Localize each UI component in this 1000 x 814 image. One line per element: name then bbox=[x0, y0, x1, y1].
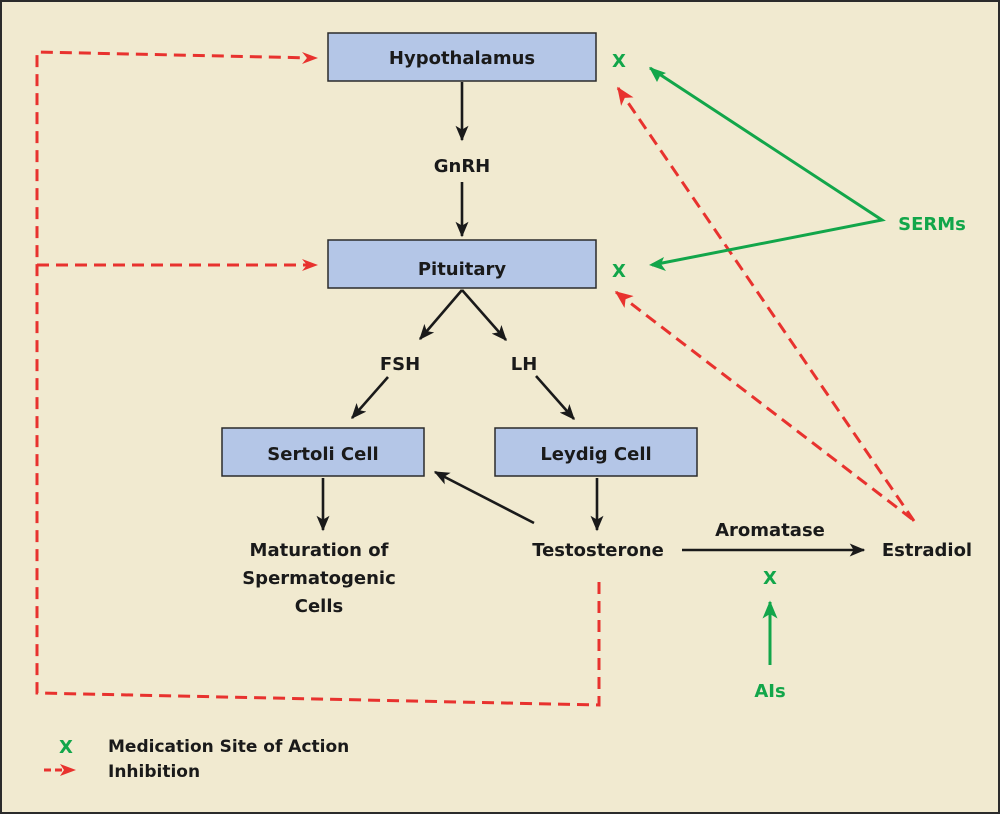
legend-inhibition-arrowhead bbox=[60, 764, 76, 776]
site-marker-hypothalamus: X bbox=[612, 51, 626, 72]
serms-label: SERMs bbox=[898, 214, 966, 235]
sertoli-box bbox=[221, 427, 425, 477]
hypothalamus-label: Hypothalamus bbox=[389, 48, 535, 69]
arrow-testosterone-sertoli bbox=[433, 470, 535, 525]
fsh-label: FSH bbox=[380, 354, 420, 375]
aromatase-label: Aromatase bbox=[715, 520, 825, 541]
legend-marker-label: Medication Site of Action bbox=[108, 737, 349, 757]
maturation-label-line3: Cells bbox=[295, 596, 343, 617]
arrow-lh-leydig bbox=[535, 375, 575, 420]
serms-arrowhead-pituitary bbox=[649, 257, 666, 271]
inhibition-estradiol-pituitary bbox=[614, 290, 913, 521]
inhibition-estradiol-hypothalamus bbox=[616, 86, 916, 522]
pituitary-node: Pituitary bbox=[327, 239, 597, 289]
hypothalamus-box bbox=[327, 32, 597, 82]
arrow-pituitary-fsh bbox=[419, 289, 463, 340]
sertoli-label: Sertoli Cell bbox=[267, 444, 378, 465]
inhibition-arrowhead-hypothalamus bbox=[302, 52, 318, 64]
legend-marker-symbol: X bbox=[59, 737, 73, 758]
maturation-label-line1: Maturation of bbox=[250, 540, 389, 561]
lh-label: LH bbox=[511, 354, 538, 375]
testosterone-label: Testosterone bbox=[532, 540, 664, 561]
maturation-label-line2: Spermatogenic bbox=[242, 568, 396, 589]
leydig-box bbox=[494, 427, 698, 477]
arrow-pituitary-lh bbox=[461, 289, 507, 341]
legend-inhibition-label: Inhibition bbox=[108, 762, 200, 782]
gnrh-label: GnRH bbox=[434, 156, 491, 177]
serms-arrowhead-hypothalamus bbox=[649, 67, 666, 82]
leydig-node: Leydig Cell bbox=[494, 427, 698, 477]
leydig-label: Leydig Cell bbox=[540, 444, 651, 465]
inhibition-testosterone-hypothalamus bbox=[35, 50, 601, 707]
legend: X Medication Site of Action Inhibition bbox=[44, 737, 349, 782]
arrow-fsh-sertoli bbox=[351, 376, 389, 419]
ais-label: AIs bbox=[754, 681, 785, 702]
hypothalamus-node: Hypothalamus bbox=[327, 32, 597, 82]
site-marker-pituitary: X bbox=[612, 261, 626, 282]
serms-arrows bbox=[649, 66, 886, 267]
pituitary-label: Pituitary bbox=[418, 259, 507, 280]
inhibition-arrowhead-pituitary bbox=[302, 259, 318, 271]
sertoli-node: Sertoli Cell bbox=[221, 427, 425, 477]
site-marker-aromatase: X bbox=[763, 568, 777, 589]
estradiol-label: Estradiol bbox=[882, 540, 972, 561]
pituitary-box bbox=[327, 239, 597, 289]
